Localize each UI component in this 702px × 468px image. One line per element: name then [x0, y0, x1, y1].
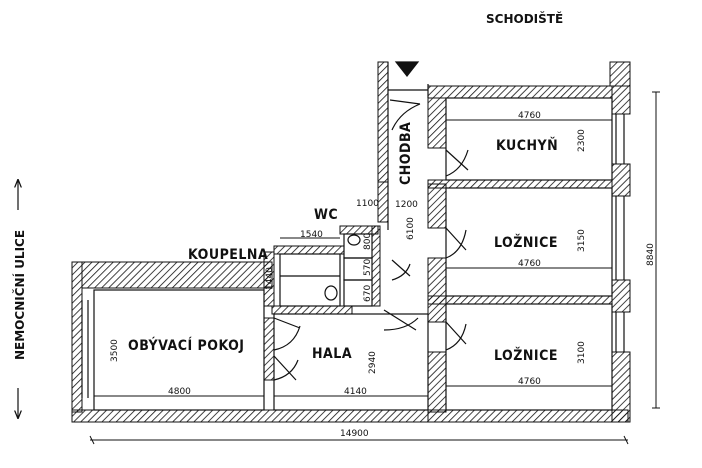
label-bedroom-1: LOŽNICE: [494, 234, 558, 251]
dim-bed2-height: 3100: [577, 341, 587, 364]
dim-1200: 1200: [395, 200, 418, 210]
label-wc: WC: [314, 207, 338, 223]
dim-hall-height: 2940: [368, 351, 378, 374]
dim-bed2-width: 4760: [518, 377, 541, 387]
dim-bed1-width: 4760: [518, 259, 541, 269]
dim-hall-width: 4140: [344, 387, 367, 397]
dim-bed1-height: 3150: [577, 229, 587, 252]
label-street: NEMOCNIČNÍ ULICE: [12, 230, 27, 360]
dim-bath-height: 1440: [265, 267, 275, 290]
label-stairs: SCHODIŠTĚ: [486, 11, 563, 26]
dim-bath-width: 1540: [300, 230, 323, 240]
dim-corridor-height: 6100: [406, 217, 416, 240]
label-bathroom: KOUPELNA: [188, 247, 268, 263]
label-bedroom-2: LOŽNICE: [494, 347, 558, 364]
dim-corridor-width: 1100: [356, 199, 379, 209]
dim-kitchen-width: 4760: [518, 111, 541, 121]
dim-wc-height: 800: [363, 233, 373, 250]
label-kitchen: KUCHYŇ: [496, 137, 558, 154]
dim-kitchen-height: 2300: [577, 129, 587, 152]
label-living-room: OBÝVACÍ POKOJ: [128, 336, 244, 354]
dim-total-height: 8840: [646, 243, 656, 266]
dim-570: 570: [363, 259, 373, 276]
dim-living-width: 4800: [168, 387, 191, 397]
inner-lines: [81, 61, 625, 411]
dimension-lines: [89, 91, 660, 445]
label-corridor: CHODBA: [398, 122, 414, 185]
label-hall: HALA: [312, 346, 352, 362]
dim-living-height: 3500: [110, 339, 120, 362]
dim-total-width: 14900: [340, 429, 369, 439]
dim-670: 670: [363, 285, 373, 302]
